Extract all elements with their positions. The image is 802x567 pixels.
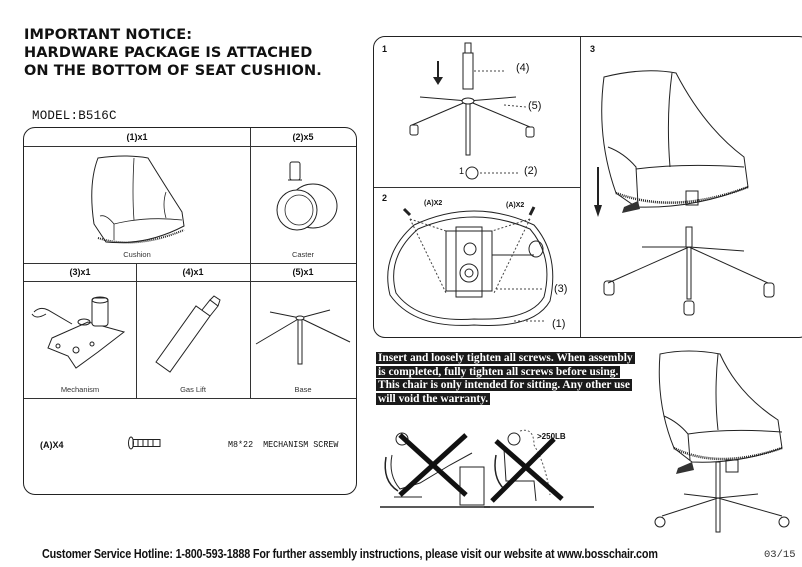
warning-line-1: Insert and loosely tighten all screws. W… bbox=[376, 352, 635, 364]
step-2-callout-cushion: (1) bbox=[552, 318, 566, 330]
step-1-number: 1 bbox=[382, 44, 388, 54]
step-2-screw-label-right: (A)X2 bbox=[506, 202, 525, 209]
step-2-mechanism-attach-diagram bbox=[384, 205, 564, 329]
step-1-callout-gas-lift: (4) bbox=[516, 62, 530, 74]
divider bbox=[24, 281, 356, 282]
part-5-qty: (5)x1 bbox=[292, 267, 314, 277]
warranty-warning: Insert and loosely tighten all screws. W… bbox=[376, 352, 646, 406]
important-notice: IMPORTANT NOTICE: HARDWARE PACKAGE IS AT… bbox=[24, 26, 322, 80]
step-1-base-assembly-diagram bbox=[404, 41, 564, 181]
parts-list-table: (1)x1 (2)x5 Cushion Caster (3)x1 (4)x1 (… bbox=[23, 127, 357, 495]
notice-line-3: ON THE BOTTOM OF SEAT CUSHION. bbox=[24, 63, 322, 79]
part-4-qty: (4)x1 bbox=[182, 267, 204, 277]
warning-line-4: will void the warranty. bbox=[376, 392, 491, 405]
divider bbox=[24, 398, 356, 399]
caster-wheel-icon bbox=[273, 158, 343, 238]
warning-line-3: This chair is only intended for sitting.… bbox=[376, 379, 632, 391]
divider bbox=[24, 263, 356, 264]
assembled-chair-icon bbox=[648, 344, 798, 534]
mechanism-plate-icon bbox=[28, 292, 128, 372]
step-1-insert-label: 1 bbox=[459, 166, 465, 176]
warning-line-2: is completed, fully tighten all screws b… bbox=[376, 365, 621, 378]
hardware-description: M8*22 MECHANISM SCREW bbox=[228, 439, 339, 450]
weight-limit-label: >250LB bbox=[537, 432, 566, 441]
notice-line-2: HARDWARE PACKAGE IS ATTACHED bbox=[24, 45, 313, 61]
divider bbox=[250, 128, 251, 398]
footer-contact-info: Customer Service Hotline: 1-800-593-1888… bbox=[42, 546, 658, 561]
step-3-final-assembly-diagram bbox=[594, 57, 784, 327]
model-number: MODEL:B516C bbox=[32, 109, 117, 123]
part-2-name: Caster bbox=[291, 250, 315, 259]
divider bbox=[580, 37, 581, 337]
notice-line-1: IMPORTANT NOTICE: bbox=[24, 27, 193, 43]
part-3-name: Mechanism bbox=[60, 385, 100, 394]
part-3-qty: (3)x1 bbox=[69, 267, 91, 277]
divider bbox=[24, 146, 356, 147]
step-1-callout-base: (5) bbox=[528, 100, 542, 112]
no-feet-up-tilt-icon bbox=[380, 425, 490, 510]
hardware-qty: (A)X4 bbox=[40, 440, 64, 450]
part-5-name: Base bbox=[294, 385, 312, 394]
step-1-callout-caster: (2) bbox=[524, 165, 538, 177]
star-base-icon bbox=[250, 308, 356, 378]
page-number: 03/15 bbox=[764, 549, 796, 561]
part-2-qty: (2)x5 bbox=[292, 132, 314, 142]
gas-lift-cylinder-icon bbox=[148, 298, 238, 378]
divider bbox=[374, 187, 580, 188]
no-overweight-icon bbox=[484, 425, 594, 510]
part-4-name: Gas Lift bbox=[180, 385, 206, 394]
screw-icon bbox=[128, 436, 162, 450]
step-2-callout-mechanism: (3) bbox=[554, 283, 568, 295]
step-3-number: 3 bbox=[590, 44, 596, 54]
step-2-screw-label-left: (A)X2 bbox=[424, 200, 443, 207]
part-1-qty: (1)x1 bbox=[126, 132, 148, 142]
step-2-number: 2 bbox=[382, 193, 388, 203]
part-1-name: Cushion bbox=[123, 250, 151, 259]
seat-cushion-icon bbox=[86, 154, 196, 254]
divider bbox=[136, 263, 137, 398]
assembly-steps-panel: 1 2 3 (4) (5) (2) 1 (A)X2 (A)X2 bbox=[373, 36, 802, 338]
